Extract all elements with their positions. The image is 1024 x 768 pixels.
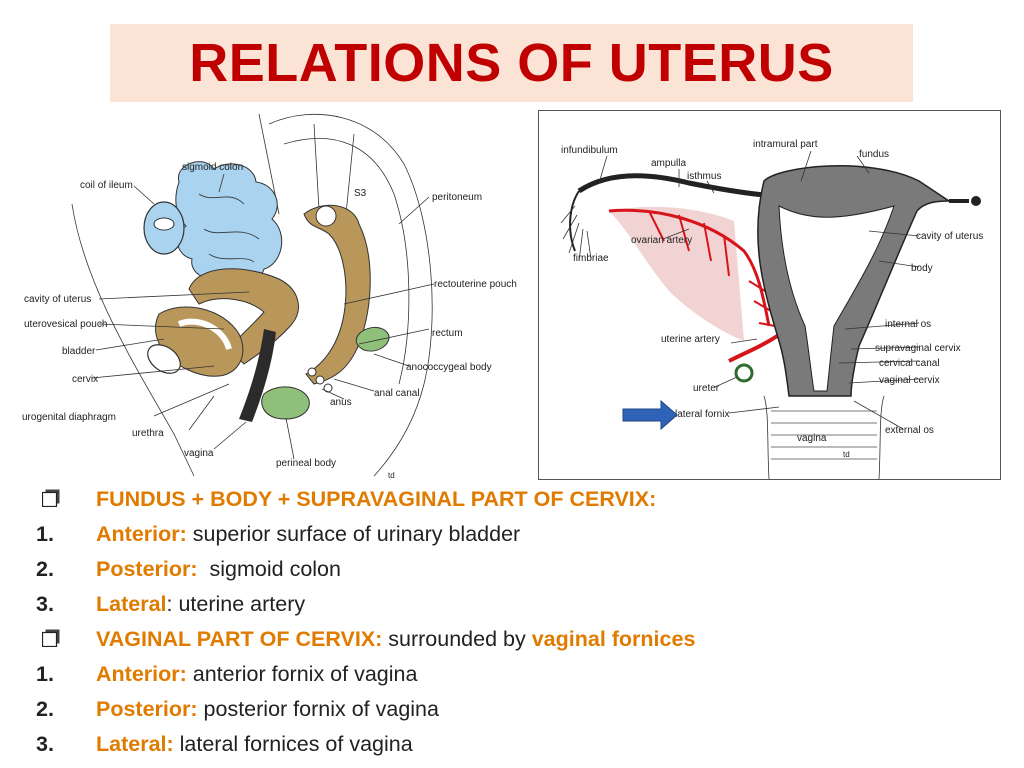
label-ureter: ureter: [693, 383, 720, 394]
label-rectum: rectum: [432, 328, 463, 339]
label-ovarian-artery: ovarian artery: [631, 235, 692, 246]
label-urethra: urethra: [132, 428, 164, 439]
label-internal-os: internal os: [885, 319, 931, 330]
label-vagina: vagina: [184, 448, 214, 459]
bullet-heading: Posterior:: [96, 697, 198, 721]
bullet-text: Posterior: posterior fornix of vagina: [96, 694, 439, 724]
bullet-tail: vaginal fornices: [531, 627, 696, 651]
label-anococcygeal-body: anococcygeal body: [406, 362, 492, 373]
bullet-text: Lateral: lateral fornices of vagina: [96, 729, 413, 759]
checkbox-square-icon: [42, 489, 60, 507]
label-supravaginal-cervix: supravaginal cervix: [875, 343, 961, 354]
bullet-number: 2.: [36, 697, 54, 721]
sagittal-pelvis-diagram: sigmoid colon coil of ileum S3 peritoneu…: [22, 113, 517, 480]
uterine-cavity-shape: [778, 205, 895, 392]
bullet-text: VAGINAL PART OF CERVIX: surrounded by va…: [96, 624, 695, 654]
label-anal-canal: anal canal: [374, 388, 420, 399]
label-peritoneum: peritoneum: [432, 192, 482, 203]
bullet-body: : uterine artery: [166, 592, 306, 616]
bullet-body: sigmoid colon: [197, 557, 341, 581]
label-coil-of-ileum: coil of ileum: [80, 180, 133, 191]
label-cavity-of-uterus-right: cavity of uterus: [916, 231, 983, 242]
label-perineal-body: perineal body: [276, 458, 336, 469]
vagina-shape: [239, 329, 276, 422]
title-banner: RELATIONS OF UTERUS: [110, 24, 913, 102]
bullet-number: 3.: [36, 732, 54, 756]
label-cavity-of-uterus: cavity of uterus: [24, 294, 91, 305]
bullet-heading: Anterior:: [96, 662, 187, 686]
label-infundibulum: infundibulum: [561, 145, 618, 156]
label-cervical-canal: cervical canal: [879, 358, 940, 369]
list-item: 2. Posterior: sigmoid colon: [32, 554, 1012, 589]
label-lateral-fornix: lateral fornix: [675, 409, 729, 420]
sigmoid-colon-shape: [175, 161, 283, 285]
fallopian-tube-shape: [577, 173, 765, 198]
label-external-os: external os: [885, 425, 934, 436]
section-heading: FUNDUS + BODY + SUPRAVAGINAL PART OF CER…: [96, 487, 657, 511]
label-urogenital-diaphragm: urogenital diaphragm: [22, 412, 116, 423]
bullet-body: anterior fornix of vagina: [186, 662, 418, 686]
list-item: 3. Lateral: uterine artery: [32, 589, 1012, 624]
label-cervix: cervix: [72, 374, 98, 385]
coronal-uterus-diagram: infundibulum intramural part ampulla fun…: [538, 110, 1001, 480]
rectum-shape: [303, 204, 371, 385]
bullet-text: Lateral: uterine artery: [96, 589, 305, 619]
label-bladder: bladder: [62, 346, 96, 357]
bullet-heading: Lateral: [96, 592, 167, 616]
ovarian-artery-shape: [608, 208, 771, 327]
label-vaginal-cervix: vaginal cervix: [879, 375, 940, 386]
checkbox-square-icon: [42, 629, 60, 647]
bullet-body: posterior fornix of vagina: [197, 697, 439, 721]
list-item: 1. Anterior: superior surface of urinary…: [32, 519, 1012, 554]
sacrum-inner: [283, 138, 410, 385]
label-uterine-artery: uterine artery: [661, 334, 720, 345]
bullet-number: 1.: [36, 662, 54, 686]
label-td-right: td: [843, 450, 850, 459]
vagina-tube-shape: [763, 395, 885, 479]
bullet-body: lateral fornices of vagina: [173, 732, 413, 756]
body-outline: [71, 203, 195, 477]
label-fimbriae: fimbriae: [573, 253, 609, 264]
bullet-text: FUNDUS + BODY + SUPRAVAGINAL PART OF CER…: [96, 484, 656, 514]
bullet-number: 1.: [36, 522, 54, 546]
ureter-shape: [734, 363, 754, 383]
bullet-body: superior surface of urinary bladder: [186, 522, 521, 546]
bullet-heading: Lateral:: [96, 732, 174, 756]
anococcygeal-body-shape: [355, 327, 390, 352]
list-item: 1. Anterior: anterior fornix of vagina: [32, 659, 1012, 694]
section-heading: VAGINAL PART OF CERVIX:: [96, 627, 383, 651]
label-fundus: fundus: [859, 149, 889, 160]
label-rectouterine-pouch: rectouterine pouch: [434, 279, 517, 290]
list-item: FUNDUS + BODY + SUPRAVAGINAL PART OF CER…: [32, 484, 1012, 519]
list-item: 2. Posterior: posterior fornix of vagina: [32, 694, 1012, 729]
label-body: body: [911, 263, 933, 274]
page-title: RELATIONS OF UTERUS: [189, 33, 834, 93]
label-ampulla: ampulla: [651, 158, 686, 169]
label-anus: anus: [330, 397, 352, 408]
sacrum-outline: [268, 113, 433, 477]
label-sigmoid-colon: sigmoid colon: [182, 162, 243, 173]
fimbriae-shape: [560, 205, 592, 262]
label-isthmus: isthmus: [687, 171, 721, 182]
label-td-left: td: [388, 471, 395, 480]
lateral-fornix-arrow-icon: [622, 399, 678, 431]
label-vagina-right: vagina: [797, 433, 827, 444]
bullet-text: Posterior: sigmoid colon: [96, 554, 341, 584]
bullet-heading: Posterior:: [96, 557, 198, 581]
bullet-number: 2.: [36, 557, 54, 581]
bullet-heading: Anterior:: [96, 522, 187, 546]
bullet-body: surrounded by: [382, 627, 532, 651]
bullet-text: Anterior: anterior fornix of vagina: [96, 659, 417, 689]
label-s3: S3: [354, 188, 367, 199]
bullet-number: 3.: [36, 592, 54, 616]
label-uterovesical-pouch: uterovesical pouch: [24, 319, 107, 330]
list-item: 3. Lateral: lateral fornices of vagina: [32, 729, 1012, 764]
relations-list: FUNDUS + BODY + SUPRAVAGINAL PART OF CER…: [32, 484, 1012, 764]
list-item: VAGINAL PART OF CERVIX: surrounded by va…: [32, 624, 1012, 659]
bullet-text: Anterior: superior surface of urinary bl…: [96, 519, 520, 549]
label-intramural-part: intramural part: [753, 139, 818, 150]
perineal-body-shape: [261, 386, 310, 420]
